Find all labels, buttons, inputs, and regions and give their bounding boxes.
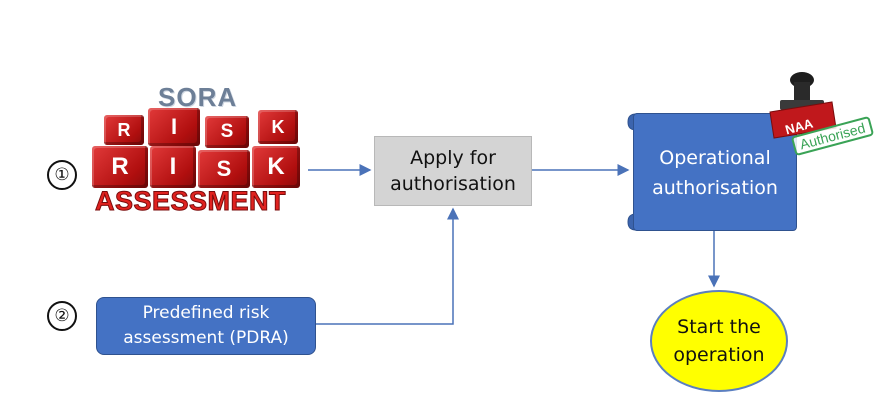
start-oval-line2: operation xyxy=(673,344,765,366)
step-1-marker: ① xyxy=(47,160,77,190)
start-oval-line1: Start the xyxy=(677,316,761,338)
sora-title: SORA xyxy=(158,82,238,112)
operational-authorisation-line1: Operational xyxy=(659,147,771,169)
risk-cube-letter: I xyxy=(150,146,196,188)
operational-authorisation-box: Operational authorisation xyxy=(633,113,797,231)
pdra-box-line1: Predefined risk xyxy=(142,303,270,323)
step-2-marker: ② xyxy=(47,301,77,331)
risk-cube-letter: S xyxy=(205,116,249,148)
apply-for-authorisation-box: Apply for authorisation xyxy=(374,136,532,206)
risk-cube-letter: R xyxy=(104,115,144,145)
assessment-title: ASSESSMENT xyxy=(94,186,287,217)
risk-cube-letter: K xyxy=(252,146,300,188)
risk-cube-letter: S xyxy=(198,150,250,188)
operational-authorisation-line2: authorisation xyxy=(652,177,778,199)
risk-cube-letter: K xyxy=(258,110,298,144)
apply-box-line1: Apply for xyxy=(410,147,496,169)
pdra-box: Predefined risk assessment (PDRA) xyxy=(96,297,316,355)
risk-cube-letter: R xyxy=(92,146,148,188)
pdra-box-line2: assessment (PDRA) xyxy=(123,328,289,348)
start-operation-oval: Start the operation xyxy=(650,290,788,392)
risk-cube-letter: I xyxy=(148,108,200,146)
apply-box-line2: authorisation xyxy=(390,173,516,195)
arrow-pdra-to-apply xyxy=(314,207,459,325)
